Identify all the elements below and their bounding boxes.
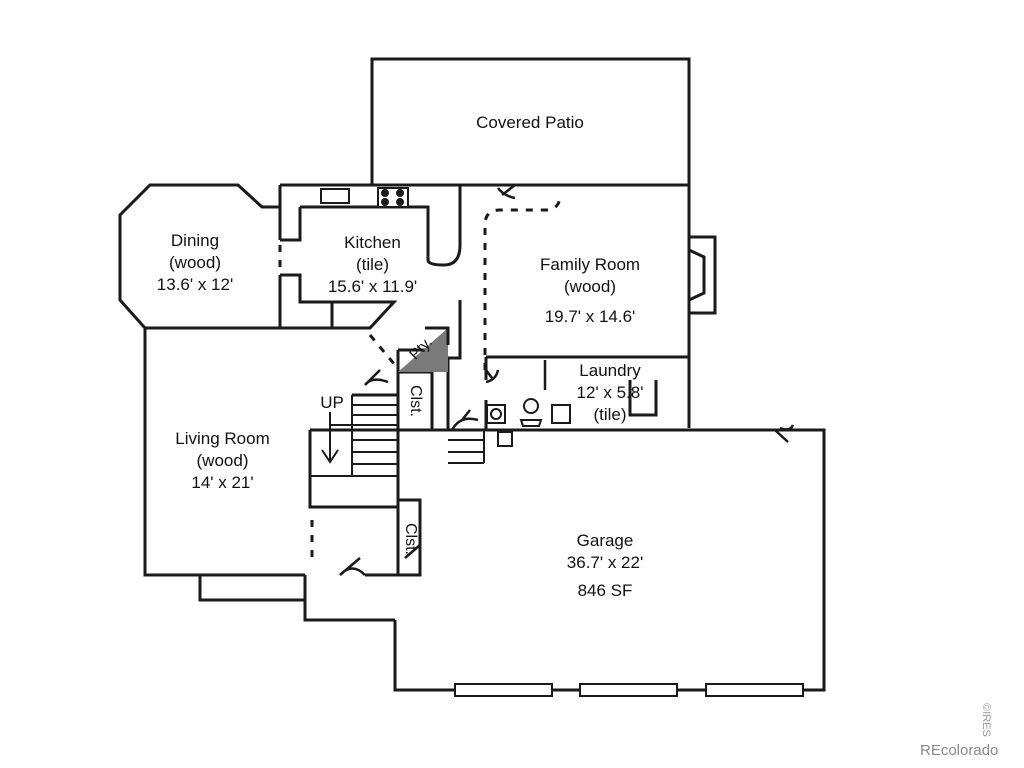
- dining-label: Dining (wood) 13.6' x 12': [130, 230, 260, 296]
- living-room-label: Living Room (wood) 14' x 21': [155, 428, 290, 494]
- washer: [486, 404, 506, 424]
- garage-label: Garage 36.7' x 22' 846 SF: [530, 530, 680, 602]
- laundry-floor: (tile): [593, 405, 627, 424]
- kitchen-size: 15.6' x 11.9': [327, 277, 418, 296]
- laundry-label: Laundry 12' x 5.8' (tile): [560, 360, 660, 426]
- laundry-size: 12' x 5.8': [576, 383, 644, 402]
- living-room-size: 14' x 21': [191, 473, 254, 492]
- living-room-floor: (wood): [196, 451, 249, 470]
- stairs-up-text: UP: [320, 393, 344, 412]
- garage-doors: [454, 683, 804, 697]
- living-room-outline: [143, 328, 305, 577]
- family-room-name: Family Room: [539, 255, 641, 274]
- kitchen-sink: [320, 188, 350, 204]
- stairs-up-label: UP: [312, 392, 352, 414]
- dining-name: Dining: [170, 231, 220, 250]
- family-room-size: 19.7' x 14.6': [544, 307, 636, 326]
- recolorado-watermark: REcolorado: [920, 742, 999, 759]
- dining-size: 13.6' x 12': [156, 275, 234, 294]
- covered-patio-label: Covered Patio: [440, 112, 620, 134]
- closet-upper-label: Clst.: [407, 385, 424, 417]
- family-room-floor: (wood): [564, 277, 616, 296]
- living-room-name: Living Room: [175, 429, 270, 448]
- laundry-sink: [551, 404, 571, 424]
- fireplace: [688, 235, 717, 315]
- kitchen-name: Kitchen: [344, 233, 401, 252]
- ires-watermark: ©IRES: [980, 703, 992, 737]
- dining-outline: [118, 183, 280, 330]
- laundry-name: Laundry: [579, 361, 641, 380]
- staircase: [310, 395, 485, 477]
- garage-outline: [393, 428, 826, 692]
- kitchen-label: Kitchen (tile) 15.6' x 11.9': [300, 232, 445, 298]
- covered-patio-name: Covered Patio: [476, 113, 584, 132]
- garage-name: Garage: [576, 531, 634, 550]
- garage-area: 846 SF: [577, 581, 633, 600]
- pantry-shading: [398, 328, 448, 372]
- water-heater: [497, 431, 513, 447]
- family-room-label: Family Room (wood) 19.7' x 14.6': [510, 254, 670, 328]
- kitchen-floor: (tile): [355, 255, 390, 274]
- garage-size: 36.7' x 22': [566, 553, 644, 572]
- closet-lower-label: Clst.: [402, 523, 419, 555]
- dining-floor: (wood): [169, 253, 221, 272]
